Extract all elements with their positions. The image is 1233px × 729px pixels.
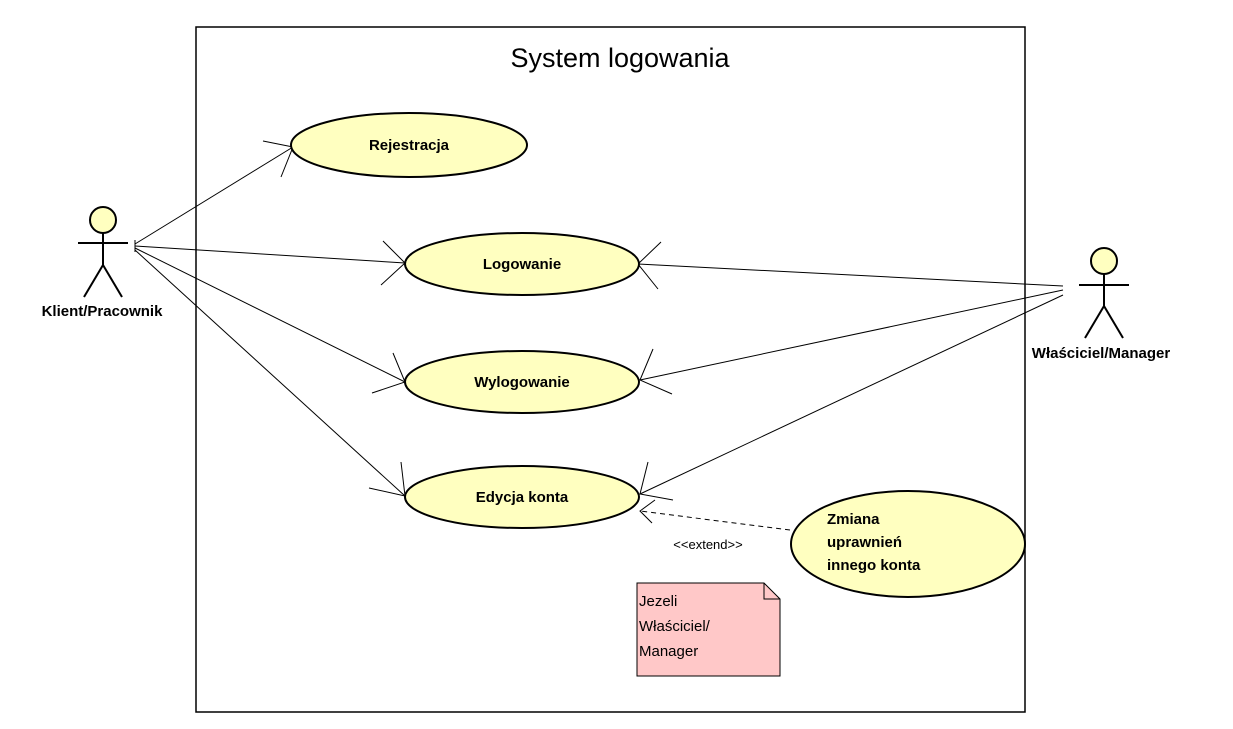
use-case-change-permissions-line-1: Zmiana (827, 511, 880, 528)
note-shape (636, 582, 781, 677)
system-title: System logowania (510, 43, 730, 73)
note-fold (763, 583, 780, 600)
use-case-edit-account-label: Edycja konta (476, 489, 569, 506)
use-case-registration[interactable]: Rejestracja (290, 112, 528, 178)
actor-client-leg-left (83, 264, 104, 298)
associations-owner (637, 241, 1064, 501)
assoc-owner-login[interactable] (637, 263, 1064, 287)
use-case-logout-shape (404, 350, 640, 414)
use-case-logout[interactable]: Wylogowanie (404, 350, 640, 414)
extend-relation[interactable] (639, 499, 791, 531)
actor-owner-leg-left (1084, 305, 1105, 339)
use-case-change-permissions-shape (790, 490, 1026, 598)
use-case-login[interactable]: Logowanie (404, 232, 640, 296)
extend-arrowhead (639, 499, 656, 524)
arrowhead-owner-logout (639, 348, 673, 395)
actor-owner-head (1090, 247, 1118, 275)
extend-stereotype-label: <<extend>> (673, 537, 742, 552)
use-case-registration-label: Rejestracja (369, 137, 450, 154)
use-case-login-label: Logowanie (483, 256, 561, 273)
use-case-change-permissions-line-2: uprawnień (827, 534, 902, 551)
note-line-2: Właściciel/ (639, 618, 711, 635)
assoc-owner-edit[interactable] (639, 294, 1064, 495)
use-case-change-permissions-line-3: innego konta (827, 557, 921, 574)
actor-owner-leg-right (1103, 305, 1124, 339)
use-case-login-shape (404, 232, 640, 296)
use-case-logout-label: Wylogowanie (474, 374, 570, 391)
use-case-change-permissions[interactable]: Zmiana uprawnień innego konta (790, 490, 1026, 598)
note-line-3: Manager (639, 643, 698, 660)
assoc-owner-logout[interactable] (639, 289, 1064, 381)
assoc-client-login[interactable] (134, 245, 406, 264)
extend-line (639, 510, 791, 531)
note-line-1: Jezeli (639, 593, 677, 610)
actor-client-leg-right (102, 264, 123, 298)
assoc-client-logout[interactable] (134, 247, 406, 383)
actor-owner-label: Właściciel/Manager (1032, 345, 1171, 362)
note[interactable]: Jezeli Właściciel/ Manager (636, 582, 781, 677)
assoc-client-edit[interactable] (134, 249, 406, 497)
actor-client-head (89, 206, 117, 234)
arrowhead-owner-edit (639, 461, 674, 501)
actor-owner[interactable] (1079, 247, 1129, 339)
use-case-edit-account[interactable]: Edycja konta (404, 465, 640, 529)
use-case-registration-shape (290, 112, 528, 178)
actor-client-label: Klient/Pracownik (42, 303, 164, 320)
assoc-client-registration[interactable] (134, 146, 294, 245)
use-case-edit-account-shape (404, 465, 640, 529)
actor-client[interactable] (78, 206, 128, 298)
